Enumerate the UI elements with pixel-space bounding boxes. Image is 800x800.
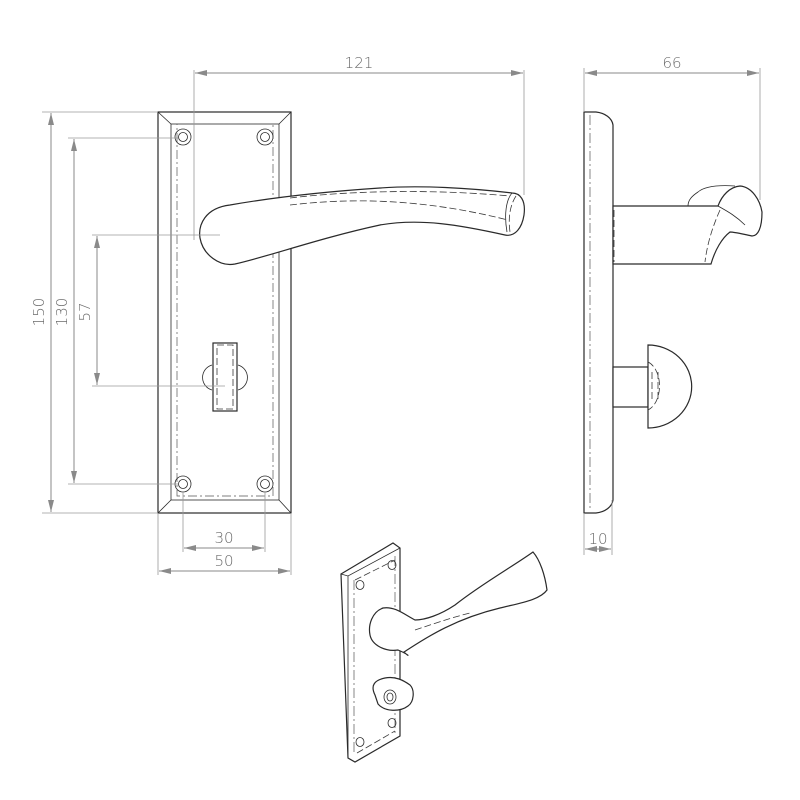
svg-text:66: 66 [662, 54, 681, 72]
isometric-view [340, 542, 548, 763]
svg-text:150: 150 [30, 298, 48, 327]
dimension-66: 66 [583, 54, 761, 200]
dimension-150: 150 [30, 111, 158, 514]
screw-hole-icon [256, 128, 274, 146]
thumb-turn [202, 342, 248, 412]
dimension-121: 121 [195, 54, 523, 76]
side-view [583, 111, 763, 514]
svg-text:121: 121 [345, 54, 374, 72]
svg-text:30: 30 [214, 529, 233, 547]
dimension-57: 57 [76, 234, 225, 387]
lever-handle [199, 186, 525, 266]
svg-text:50: 50 [214, 552, 233, 570]
dimension-50: 50 [157, 513, 292, 575]
dimension-130: 130 [53, 137, 178, 485]
screw-hole-icon [387, 718, 397, 728]
lever-side-profile [612, 185, 763, 265]
dimension-30: 30 [182, 492, 266, 552]
dimension-10: 10 [583, 500, 613, 555]
screw-hole-icon [174, 128, 192, 146]
iso-thumb-turn [372, 676, 414, 711]
svg-text:57: 57 [76, 302, 94, 321]
svg-text:130: 130 [53, 298, 71, 327]
backplate-outline [157, 111, 292, 514]
svg-text:10: 10 [588, 530, 607, 548]
screw-hole-icon [355, 580, 365, 590]
screw-hole-icon [355, 737, 365, 747]
turn-side-profile [612, 344, 693, 429]
front-view [157, 70, 525, 514]
screw-hole-icon [387, 560, 397, 570]
